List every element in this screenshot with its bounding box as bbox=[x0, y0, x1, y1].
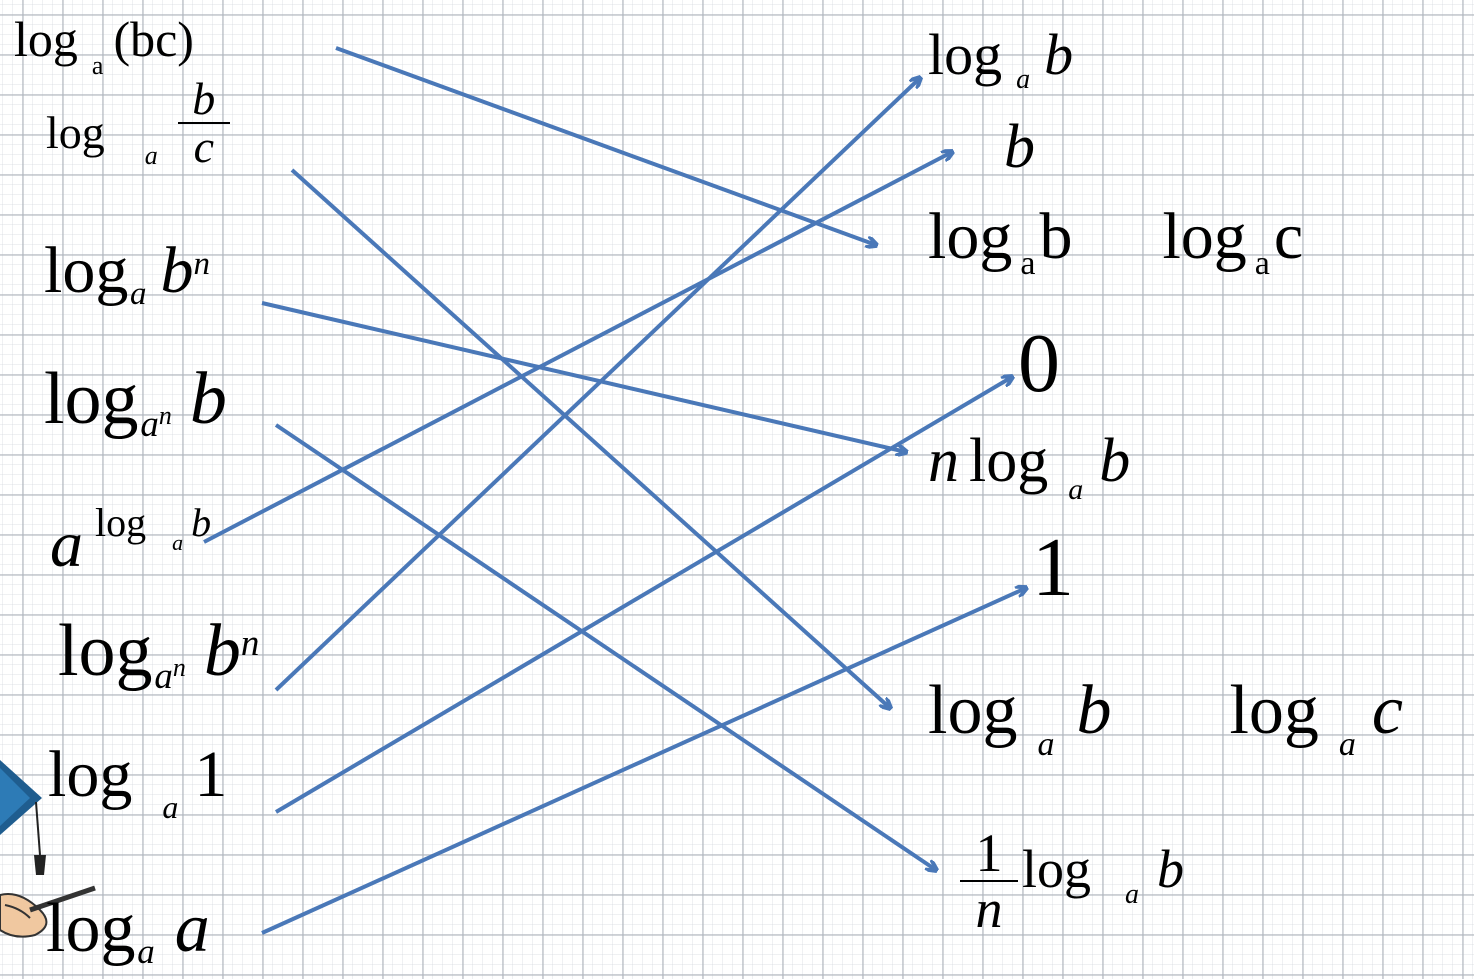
arrow-l4-to-r8 bbox=[274, 423, 936, 870]
right-expr-zero: 0 bbox=[1018, 317, 1060, 410]
right-expr-one: 1 bbox=[1032, 521, 1074, 614]
teacher-illustration bbox=[0, 740, 110, 979]
arrow-l5-to-r2 bbox=[203, 152, 952, 544]
arrow-l6-to-r1 bbox=[274, 78, 920, 692]
arrow-l7-to-r4 bbox=[274, 377, 1012, 814]
arrow-l1-to-r3 bbox=[335, 46, 876, 245]
arrow-l8-to-r6 bbox=[261, 588, 1026, 935]
right-expr-b: b bbox=[1004, 113, 1035, 181]
arrow-l2-to-r7 bbox=[290, 168, 890, 708]
arrow-l3-to-r5 bbox=[261, 301, 906, 452]
